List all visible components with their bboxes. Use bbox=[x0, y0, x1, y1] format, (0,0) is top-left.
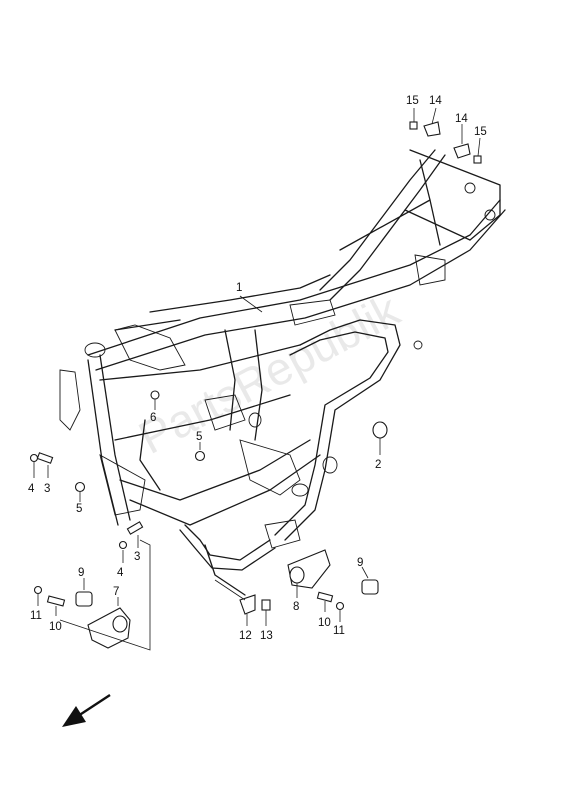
callout-15: 15 bbox=[406, 95, 419, 107]
callout-3: 3 bbox=[44, 483, 50, 495]
part-9-spacer-right bbox=[361, 579, 379, 595]
callout-2: 2 bbox=[375, 459, 381, 471]
callout-9: 9 bbox=[78, 567, 84, 579]
callout-10: 10 bbox=[318, 617, 331, 629]
part-3-bolt-lower bbox=[126, 521, 144, 535]
callout-8: 8 bbox=[293, 601, 299, 613]
part-4-washer-lower bbox=[118, 540, 128, 550]
part-2-grommet bbox=[372, 421, 388, 439]
callout-15: 15 bbox=[474, 126, 487, 138]
main-frame bbox=[59, 149, 506, 596]
callout-6: 6 bbox=[150, 412, 156, 424]
part-15-screw-right bbox=[473, 155, 482, 164]
part-14-cover-right bbox=[453, 143, 471, 159]
parts bbox=[29, 121, 482, 649]
part-8-engine-mount-bracket bbox=[287, 549, 331, 589]
callout-11: 11 bbox=[333, 625, 345, 637]
part-9-spacer bbox=[75, 591, 93, 607]
part-7-engine-mount-bracket bbox=[87, 607, 131, 649]
part-15-screw bbox=[409, 121, 418, 130]
part-10-bolt-right bbox=[316, 591, 334, 603]
callout-7: 7 bbox=[113, 586, 119, 598]
part-5-nut bbox=[74, 481, 86, 493]
callout-10: 10 bbox=[49, 621, 62, 633]
part-11-washer bbox=[33, 585, 43, 595]
callout-5: 5 bbox=[76, 503, 82, 515]
part-5-nut-upper bbox=[194, 450, 206, 462]
callout-13: 13 bbox=[260, 630, 273, 642]
part-4-washer bbox=[29, 453, 39, 463]
callout-12: 12 bbox=[239, 630, 252, 642]
part-3-bolt bbox=[36, 452, 54, 464]
callout-5: 5 bbox=[196, 431, 202, 443]
callouts: 1 2 3 3 4 4 5 5 6 7 8 9 9 10 10 11 11 12… bbox=[28, 95, 487, 642]
part-14-cover bbox=[423, 121, 441, 137]
part-11-washer-right bbox=[335, 601, 345, 611]
callout-4: 4 bbox=[117, 567, 124, 579]
callout-11: 11 bbox=[30, 610, 42, 622]
part-13-bolt bbox=[261, 599, 271, 611]
part-12-bracket bbox=[239, 594, 256, 615]
callout-3: 3 bbox=[134, 551, 140, 563]
callout-4: 4 bbox=[28, 483, 35, 495]
callout-14: 14 bbox=[455, 113, 468, 125]
part-10-bolt bbox=[46, 595, 66, 607]
part-6-collar bbox=[150, 390, 160, 400]
leader-lines bbox=[33, 107, 481, 651]
callout-9: 9 bbox=[357, 557, 363, 569]
callout-14: 14 bbox=[429, 95, 442, 107]
front-direction-arrow-icon bbox=[62, 693, 111, 727]
callout-1: 1 bbox=[236, 282, 242, 294]
